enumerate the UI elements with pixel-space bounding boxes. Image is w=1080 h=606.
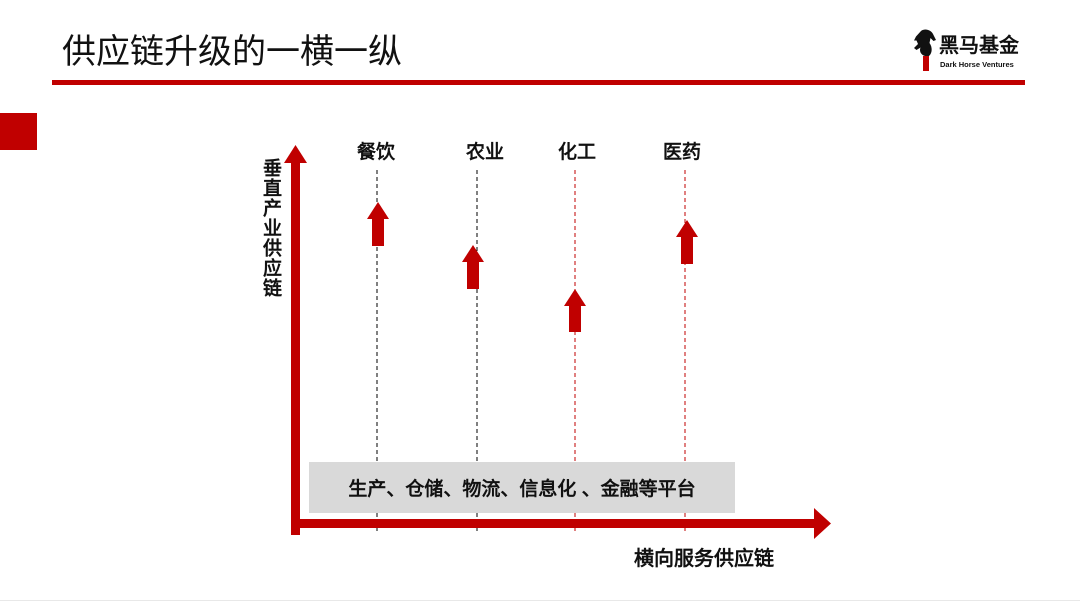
platform-label: 生产、仓储、物流、信息化 、金融等平台	[348, 479, 696, 500]
horizontal-axis-label: 横向服务供应链	[634, 548, 774, 570]
column-label-catering: 餐饮	[356, 142, 395, 163]
column-label-chemical: 化工	[557, 142, 596, 163]
logo-subtitle: Dark Horse Ventures	[940, 60, 1014, 69]
up-arrow-agriculture	[462, 245, 484, 289]
up-arrow-chemical	[564, 289, 586, 332]
accent-block	[0, 113, 37, 150]
horizontal-axis	[291, 519, 816, 528]
horse-icon	[914, 29, 936, 71]
vertical-axis	[291, 160, 300, 535]
logo-name: 黑马基金	[939, 35, 1019, 57]
platform-box: 生产、仓储、物流、信息化 、金融等平台	[309, 462, 735, 513]
company-logo: 黑马基金 Dark Horse Ventures	[912, 28, 1030, 74]
up-arrow-pharma	[676, 220, 698, 264]
slide-title: 供应链升级的一横一纵	[62, 33, 402, 71]
horizontal-axis-arrowhead	[814, 508, 831, 539]
column-label-pharma: 医药	[662, 142, 701, 163]
column-label-agriculture: 农业	[465, 142, 504, 163]
vertical-axis-arrowhead	[284, 145, 307, 163]
vertical-axis-label: 垂直产业供应链	[260, 158, 281, 298]
footer-divider	[0, 600, 1080, 601]
header-divider	[52, 80, 1025, 85]
up-arrow-catering	[367, 202, 389, 246]
